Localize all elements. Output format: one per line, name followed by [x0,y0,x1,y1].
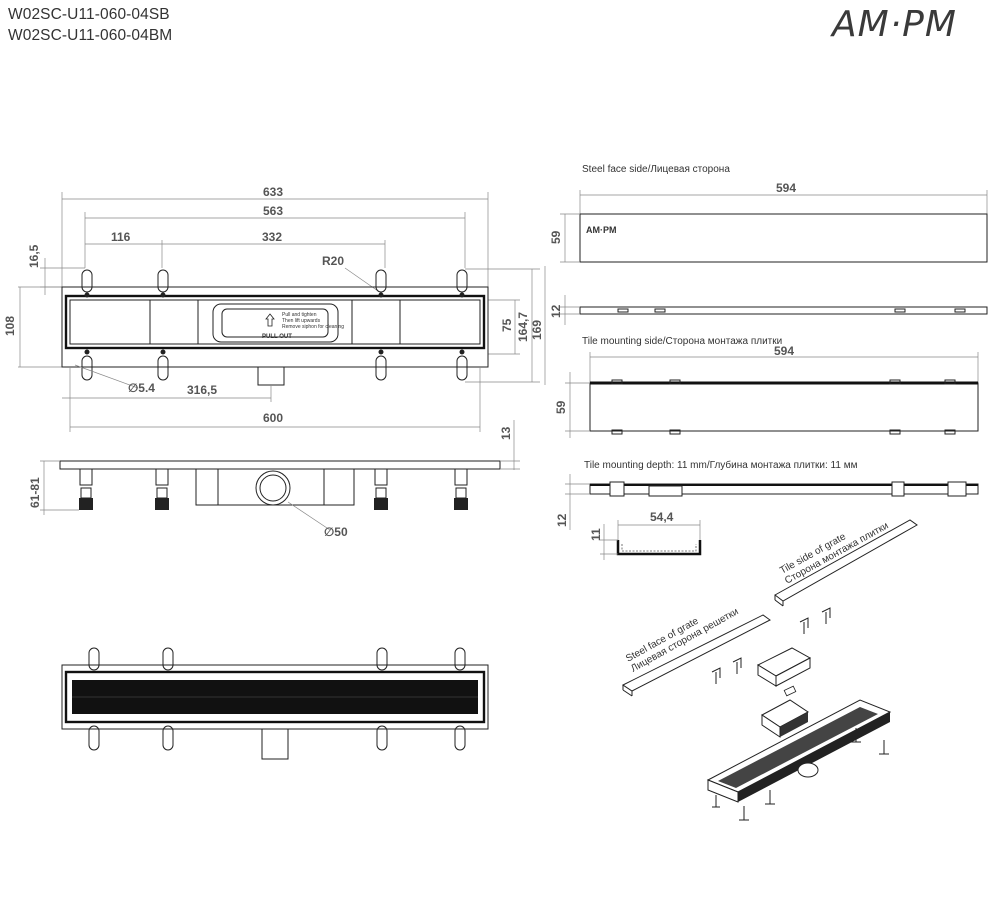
exploded-view: Tile side of grate Сторона монтажа плитк… [622,519,918,821]
exploded-tile-label-ru: Сторона монтажа плитки [783,520,890,586]
dim-316-5: 316,5 [187,383,217,397]
steel-face-caption: Steel face side/Лицевая сторона [582,164,730,175]
dim-600: 600 [263,411,283,425]
dim-61-81: 61-81 [28,477,42,508]
dim-108: 108 [3,316,17,336]
adjustable-legs [79,468,468,510]
insert-line3: Remove siphon for cleaning [282,324,344,330]
dim-75: 75 [500,318,514,332]
dim-563: 563 [263,204,283,218]
dim-r20: R20 [322,254,344,268]
profile-width-54-4: 54,4 [650,510,674,524]
tile-side-view: Tile mounting side/Сторона монтажа плитк… [554,336,979,438]
tile-depth-view: Tile mounting depth: 11 mm/Глубина монта… [555,459,979,560]
tile-side-caption: Tile mounting side/Сторона монтажа плитк… [582,336,782,347]
dim-164-7: 164,7 [516,312,530,342]
brand-logo-text: AM·PM [832,4,957,45]
dim-116: 116 [111,230,131,244]
tile-width-59: 59 [554,400,568,414]
profile-depth-11: 11 [589,528,603,541]
dim-hole-diameter: ∅5.4 [128,381,155,395]
tile-depth-caption: Tile mounting depth: 11 mm/Глубина монта… [584,459,858,471]
side-view: 13 ∅50 61-81 [28,420,520,539]
grate-holders [711,607,831,684]
assembled-tabs [88,647,466,751]
insert-line1: Pull and tighten [282,312,317,318]
tile-depth-thickness-12: 12 [555,513,569,527]
model-code-sb: W02SC-U11-060-04SB [8,6,170,23]
top-view: 633 563 116 332 R20 16,5 108 75 164,7 [3,185,546,432]
mounting-holes [84,292,465,355]
grate-length-594: 594 [776,181,796,195]
tile-length-594: 594 [774,344,794,358]
exploded-legs [712,728,889,821]
insert-pull-out: PULL OUT [262,334,292,340]
brand-logo: AM·PM [832,4,957,45]
steel-face-view: Steel face side/Лицевая сторона 594 AM·P… [549,164,988,325]
dim-13: 13 [499,426,513,440]
dim-332: 332 [262,230,282,244]
grate-thickness-12a: 12 [549,304,563,318]
assembled-view [61,647,489,760]
dim-16-5: 16,5 [27,244,41,268]
model-code-bm: W02SC-U11-060-04BM [8,27,173,44]
dim-169: 169 [530,320,544,340]
insert-line2: Then lift upwards [282,318,321,324]
mounting-tabs [81,269,468,381]
grate-width-59: 59 [549,230,563,244]
dim-633: 633 [263,185,283,199]
dim-outlet-diameter: ∅50 [324,525,348,539]
grate-logo: AM·PM [586,225,617,235]
